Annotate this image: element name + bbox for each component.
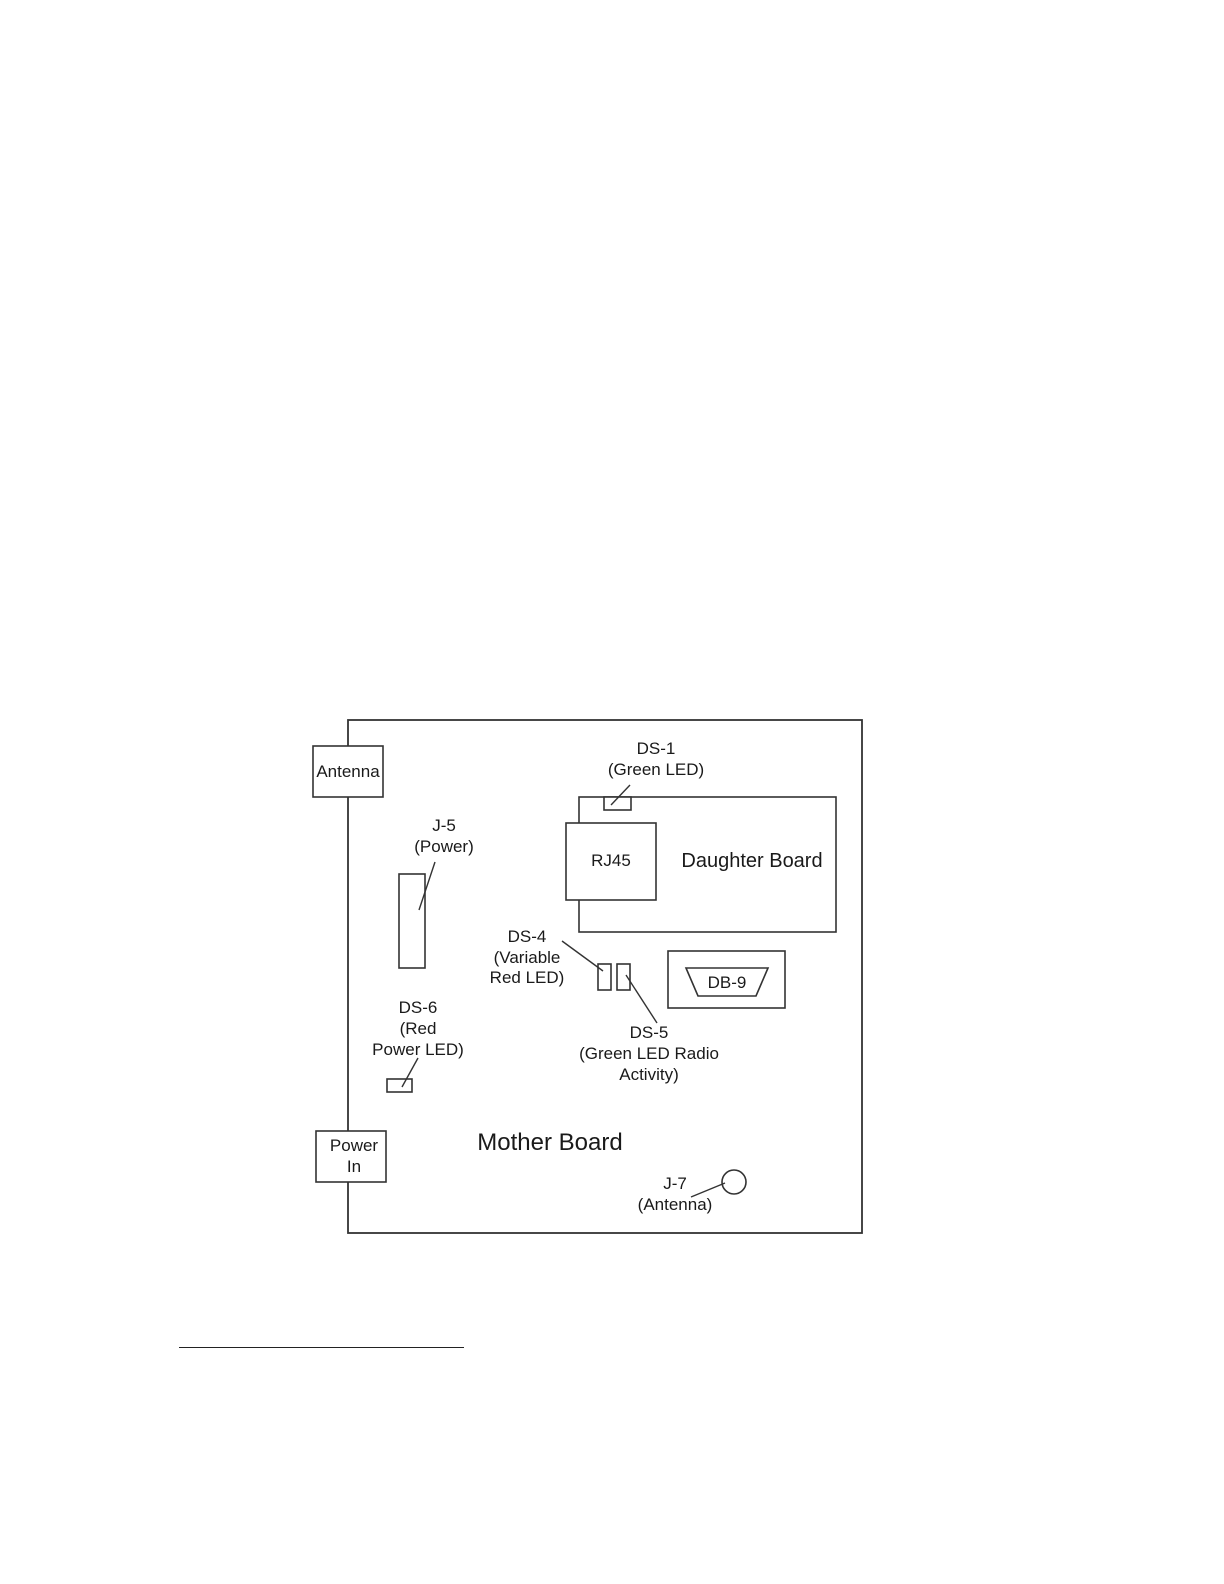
ds6-label-line2: (Red [400,1019,437,1038]
ds4-label-line1: DS-4 [508,927,547,946]
ds6-label-line3: Power LED) [372,1040,464,1059]
ds1-label-line2: (Green LED) [608,760,704,779]
power-in-label-line1: Power [330,1136,379,1155]
ds1-label-line1: DS-1 [637,739,676,758]
rj45-label: RJ45 [591,851,631,870]
ds5-label-line2: (Green LED Radio [579,1044,719,1063]
ds5-label-line1: DS-5 [630,1023,669,1042]
ds6-red-power-led [387,1079,412,1092]
j7-label-line2: (Antenna) [638,1195,713,1214]
ds4-label-line3: Red LED) [490,968,565,987]
daughter-board-label: Daughter Board [681,850,822,872]
ds4-label-line2: (Variable [494,948,561,967]
antenna-connector-label: Antenna [316,762,380,781]
j5-power-header [399,874,425,968]
db9-label: DB-9 [708,973,747,992]
j5-label-line1: J-5 [432,816,456,835]
j7-antenna-connector [722,1170,746,1194]
j5-label-line2: (Power) [414,837,474,856]
mother-board-label: Mother Board [477,1129,622,1156]
ds5-label-line3: Activity) [619,1065,679,1084]
footnote-separator-rule [179,1347,464,1348]
j7-label-line1: J-7 [663,1174,687,1193]
power-in-label-line2: In [347,1157,361,1176]
ds4-red-led [598,964,611,990]
ds6-label-line1: DS-6 [399,998,438,1017]
